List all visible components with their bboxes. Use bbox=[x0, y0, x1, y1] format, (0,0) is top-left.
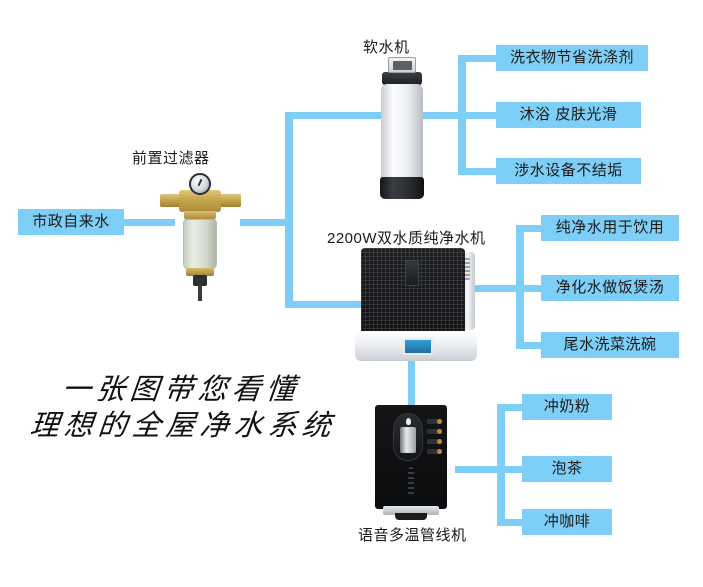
pipe-prefilter-to-trunk bbox=[240, 219, 292, 226]
prefilter-outlet-port bbox=[220, 194, 241, 207]
dispenser-output-2: 泡茶 bbox=[522, 456, 612, 482]
pipe-dispenser-branch-2 bbox=[497, 466, 527, 473]
device-dispenser bbox=[375, 405, 447, 521]
prefilter-drain-hose bbox=[198, 285, 202, 301]
softener-caption: 软水机 bbox=[363, 39, 410, 56]
pipe-trunk-to-purifier bbox=[285, 301, 375, 308]
dispenser-button-1[interactable] bbox=[427, 419, 442, 424]
prefilter-flush-valve bbox=[193, 275, 207, 286]
pipe-softener-outlet bbox=[410, 112, 465, 119]
dispenser-indicator-strip bbox=[408, 467, 414, 497]
pipe-dispenser-branch-1 bbox=[497, 404, 527, 411]
dispenser-foot bbox=[395, 513, 427, 520]
pipe-main-trunk-vertical bbox=[285, 112, 293, 308]
slogan-line-1: 一张图带您看懂 bbox=[60, 374, 302, 406]
dispenser-button-3[interactable] bbox=[427, 439, 442, 444]
purifier-caption: 2200W双水质纯净水机 bbox=[327, 230, 486, 247]
dispenser-button-4[interactable] bbox=[427, 449, 442, 454]
dispenser-led-3 bbox=[437, 439, 442, 444]
softener-base bbox=[380, 177, 424, 199]
pipe-dispenser-bus-vertical bbox=[497, 404, 505, 526]
prefilter-transparent-bowl bbox=[183, 219, 217, 271]
purifier-lcd-display bbox=[403, 338, 433, 355]
purifier-output-3: 尾水洗菜洗碗 bbox=[541, 332, 679, 358]
purifier-brand-badge bbox=[405, 260, 419, 286]
dispenser-button-2[interactable] bbox=[427, 429, 442, 434]
pipe-purifier-branch-1 bbox=[516, 225, 546, 232]
pipe-dispenser-outlet bbox=[455, 466, 503, 473]
pipe-softener-branch-3 bbox=[458, 168, 500, 175]
pipe-softener-branch-2 bbox=[458, 112, 500, 119]
prefilter-ring bbox=[186, 268, 214, 276]
purifier-output-1: 纯净水用于饮用 bbox=[541, 215, 679, 241]
dispenser-led-4 bbox=[437, 449, 442, 454]
softener-output-1: 洗衣物节省洗涤剂 bbox=[496, 45, 648, 71]
dispenser-caption: 语音多温管线机 bbox=[358, 527, 467, 544]
device-purifier bbox=[355, 248, 479, 363]
prefilter-neck bbox=[184, 211, 216, 220]
dispenser-led-1 bbox=[437, 419, 442, 424]
pipe-purifier-branch-2 bbox=[516, 285, 546, 292]
prefilter-inlet-port bbox=[160, 194, 181, 207]
dispenser-output-3: 冲咖啡 bbox=[522, 509, 612, 535]
softener-control-head bbox=[388, 57, 416, 73]
pipe-purifier-outlet bbox=[470, 285, 523, 292]
prefilter-brass-body bbox=[179, 190, 221, 212]
pipe-purifier-to-dispenser bbox=[408, 352, 415, 409]
source-label: 市政自来水 bbox=[18, 209, 124, 235]
pipe-trunk-to-softener bbox=[285, 112, 403, 119]
pipe-softener-branch-1 bbox=[458, 55, 500, 62]
dispenser-spout-icon bbox=[406, 418, 411, 425]
pressure-gauge-icon bbox=[189, 173, 211, 195]
pipe-source-to-prefilter bbox=[120, 219, 175, 226]
dispenser-nozzle bbox=[400, 427, 416, 453]
softener-collar bbox=[382, 72, 422, 85]
dispenser-led-2 bbox=[437, 429, 442, 434]
softener-display-screen bbox=[393, 61, 412, 70]
prefilter-caption: 前置过滤器 bbox=[132, 150, 210, 167]
slogan-line-2: 理想的全屋净水系统 bbox=[28, 410, 338, 442]
purifier-output-2: 净化水做饭煲汤 bbox=[541, 275, 679, 301]
device-prefilter bbox=[160, 168, 242, 302]
purifier-vent-icon bbox=[463, 258, 470, 280]
dispenser-drip-tray bbox=[383, 506, 439, 515]
device-softener bbox=[378, 57, 428, 202]
softener-output-3: 涉水设备不结垢 bbox=[496, 158, 641, 184]
pipe-dispenser-branch-3 bbox=[497, 519, 527, 526]
softener-resin-tank bbox=[381, 84, 423, 180]
dispenser-output-1: 冲奶粉 bbox=[522, 394, 612, 420]
pipe-purifier-branch-3 bbox=[516, 342, 546, 349]
softener-output-2: 沐浴 皮肤光滑 bbox=[496, 102, 641, 128]
